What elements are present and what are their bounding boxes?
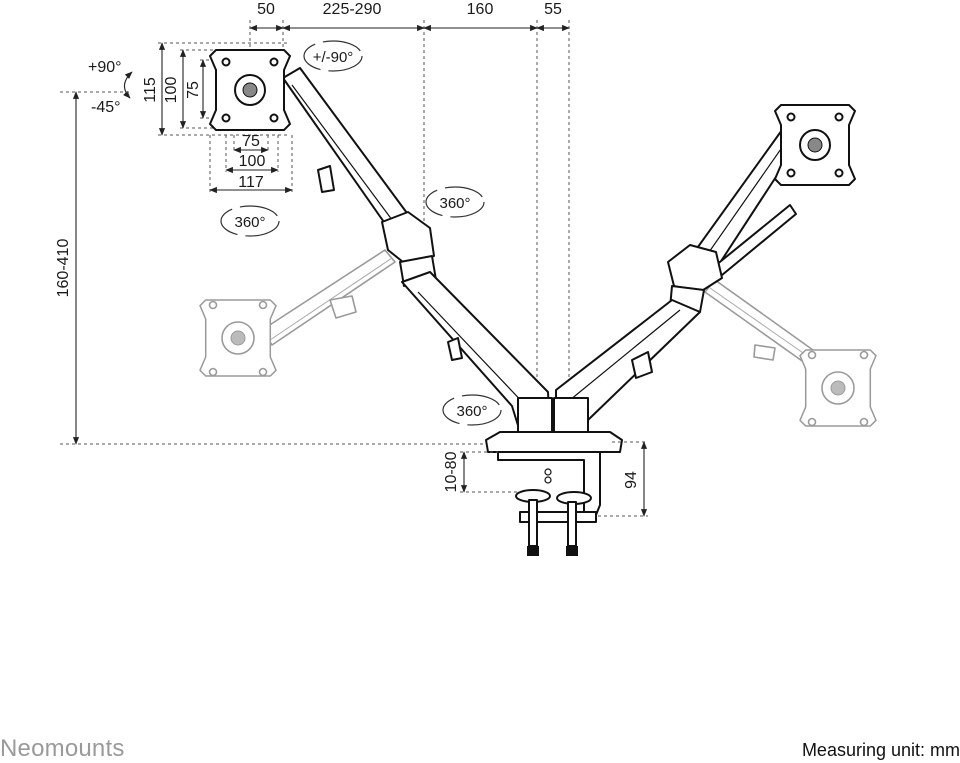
clamp-dims: 10-80 94: [443, 441, 648, 517]
ghost-right-position: [704, 279, 877, 427]
swivel-label-elbow: 360°: [439, 195, 470, 212]
vesa-h-117: 117: [238, 174, 264, 191]
right-vesa-plate: [774, 104, 856, 186]
swivel-callout-vesa: 360°: [220, 205, 280, 237]
vesa-v-75: 75: [185, 81, 202, 99]
left-vesa-plate: [209, 49, 291, 131]
dim-top-160: 160: [467, 1, 494, 18]
base-and-clamp: [485, 397, 623, 556]
dim-top-55: 55: [544, 1, 562, 18]
measuring-unit-note: Measuring unit: mm: [801, 740, 960, 760]
vesa-h-100: 100: [239, 153, 266, 170]
ghost-left-position: [199, 249, 396, 377]
screen-rotation-callout: +/-90°: [303, 40, 363, 72]
vesa-horizontal-dims: 75 100 117: [209, 133, 293, 194]
left-monitor-arm: [209, 49, 551, 433]
tilt-indicator: +90° -45°: [88, 59, 133, 116]
height-range-label: 160-410: [55, 239, 72, 298]
dim-top-225-290: 225-290: [323, 1, 382, 18]
swivel-label-vesa: 360°: [234, 214, 265, 231]
vesa-v-115: 115: [142, 77, 159, 103]
height-range-dim: 160-410: [55, 91, 505, 445]
vesa-v-100: 100: [163, 77, 180, 104]
dim-top-50: 50: [257, 1, 275, 18]
right-monitor-arm: [555, 104, 856, 439]
swivel-callout-base: 360°: [442, 394, 502, 426]
top-dimension-chain: 50 225-290 160 55: [249, 1, 570, 440]
rotation-callouts: +/-90° 360° 360° 360°: [220, 40, 502, 426]
tilt-down-label: -45°: [91, 99, 121, 116]
swivel-label-base: 360°: [456, 403, 487, 420]
screen-rotation-label: +/-90°: [313, 49, 354, 66]
vesa-h-75: 75: [242, 133, 260, 150]
clamp-height-label: 94: [623, 471, 640, 489]
tilt-up-label: +90°: [88, 59, 122, 76]
swivel-callout-elbow: 360°: [425, 186, 485, 218]
brand-logo-text: Neomounts: [0, 735, 125, 762]
desk-thickness-label: 10-80: [443, 451, 460, 492]
